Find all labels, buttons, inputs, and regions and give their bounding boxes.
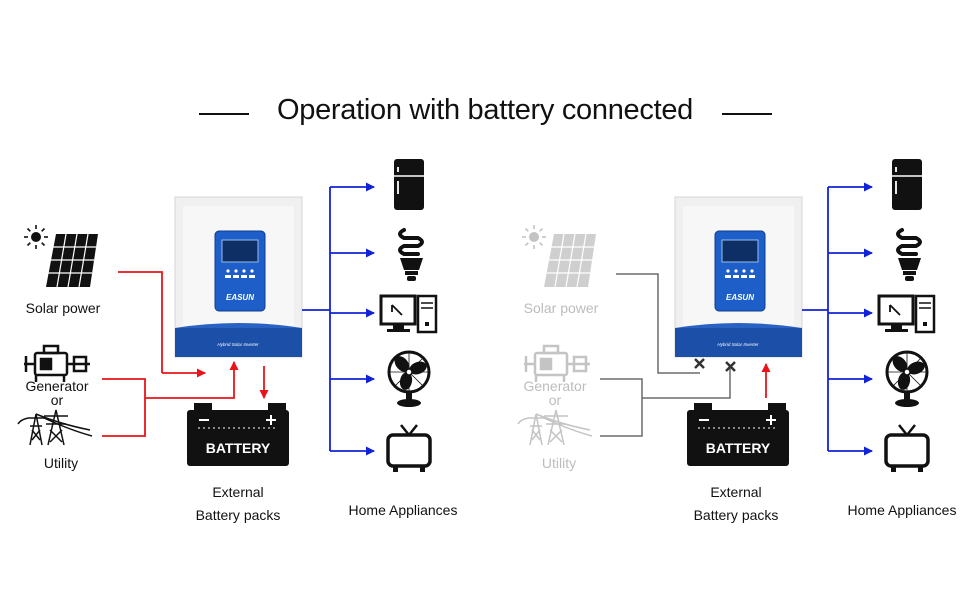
solar-power-label: Solar power <box>523 300 599 316</box>
battery-label: BATTERY <box>206 440 271 456</box>
refrigerator-icon <box>394 159 424 210</box>
utility-tower-icon <box>517 409 593 446</box>
bulb-icon <box>398 228 424 281</box>
sun-icon <box>522 225 546 249</box>
battery-caption-line2: Battery packs <box>693 507 779 523</box>
inverter-model: Hybrid Solar Inverter <box>717 342 759 347</box>
solar-panel-icon <box>46 233 98 288</box>
generator-icon <box>24 344 90 382</box>
generator-label: Generator <box>25 378 89 394</box>
page-title: Operation with battery connected <box>277 94 693 126</box>
utility-tower-icon <box>17 409 93 446</box>
disconnect-x-icon <box>725 361 736 372</box>
solar-panel-icon <box>544 233 596 288</box>
sun-icon <box>24 225 48 249</box>
computer-icon <box>379 294 438 334</box>
panel-right: EASUN Hybrid Solar Inverter BATTERY <box>500 0 970 600</box>
inverter-brand: EASUN <box>226 293 254 302</box>
refrigerator-icon <box>892 159 922 210</box>
battery-caption-line2: Battery packs <box>195 507 281 523</box>
fan-icon <box>387 350 431 407</box>
appliances-caption: Home Appliances <box>348 502 458 518</box>
tv-icon <box>884 424 930 472</box>
appliances-caption: Home Appliances <box>847 502 957 518</box>
battery-icon: BATTERY <box>687 403 789 466</box>
battery-caption-line1: External <box>212 484 264 500</box>
utility-label: Utility <box>43 455 79 471</box>
solar-power-label: Solar power <box>25 300 101 316</box>
generator-label: Generator <box>523 378 587 394</box>
disconnect-x-icon <box>694 358 705 369</box>
or-label: or <box>50 392 64 408</box>
bulb-icon <box>896 228 922 281</box>
utility-label: Utility <box>541 455 577 471</box>
inverter-unit: EASUN Hybrid Solar Inverter <box>674 196 803 358</box>
inverter-model: Hybrid Solar Inverter <box>217 342 259 347</box>
output-flow-lines <box>802 182 873 456</box>
battery-icon: BATTERY <box>187 403 289 466</box>
or-label: or <box>548 392 562 408</box>
computer-icon <box>877 294 936 334</box>
title-rule-left <box>199 113 249 115</box>
tv-icon <box>386 424 432 472</box>
battery-caption-line1: External <box>710 484 762 500</box>
output-flow-lines <box>302 182 375 456</box>
panel-left: EASUN Hybrid Solar Inverter BATTERY <box>17 159 458 523</box>
inactive-input-lines <box>600 273 731 437</box>
input-flow-lines <box>102 271 269 437</box>
fan-icon <box>885 350 929 407</box>
inverter-unit: EASUN Hybrid Solar Inverter <box>174 196 303 358</box>
inverter-brand: EASUN <box>726 293 754 302</box>
battery-label: BATTERY <box>706 440 771 456</box>
title-rule-right <box>722 113 772 115</box>
generator-icon <box>524 344 590 382</box>
